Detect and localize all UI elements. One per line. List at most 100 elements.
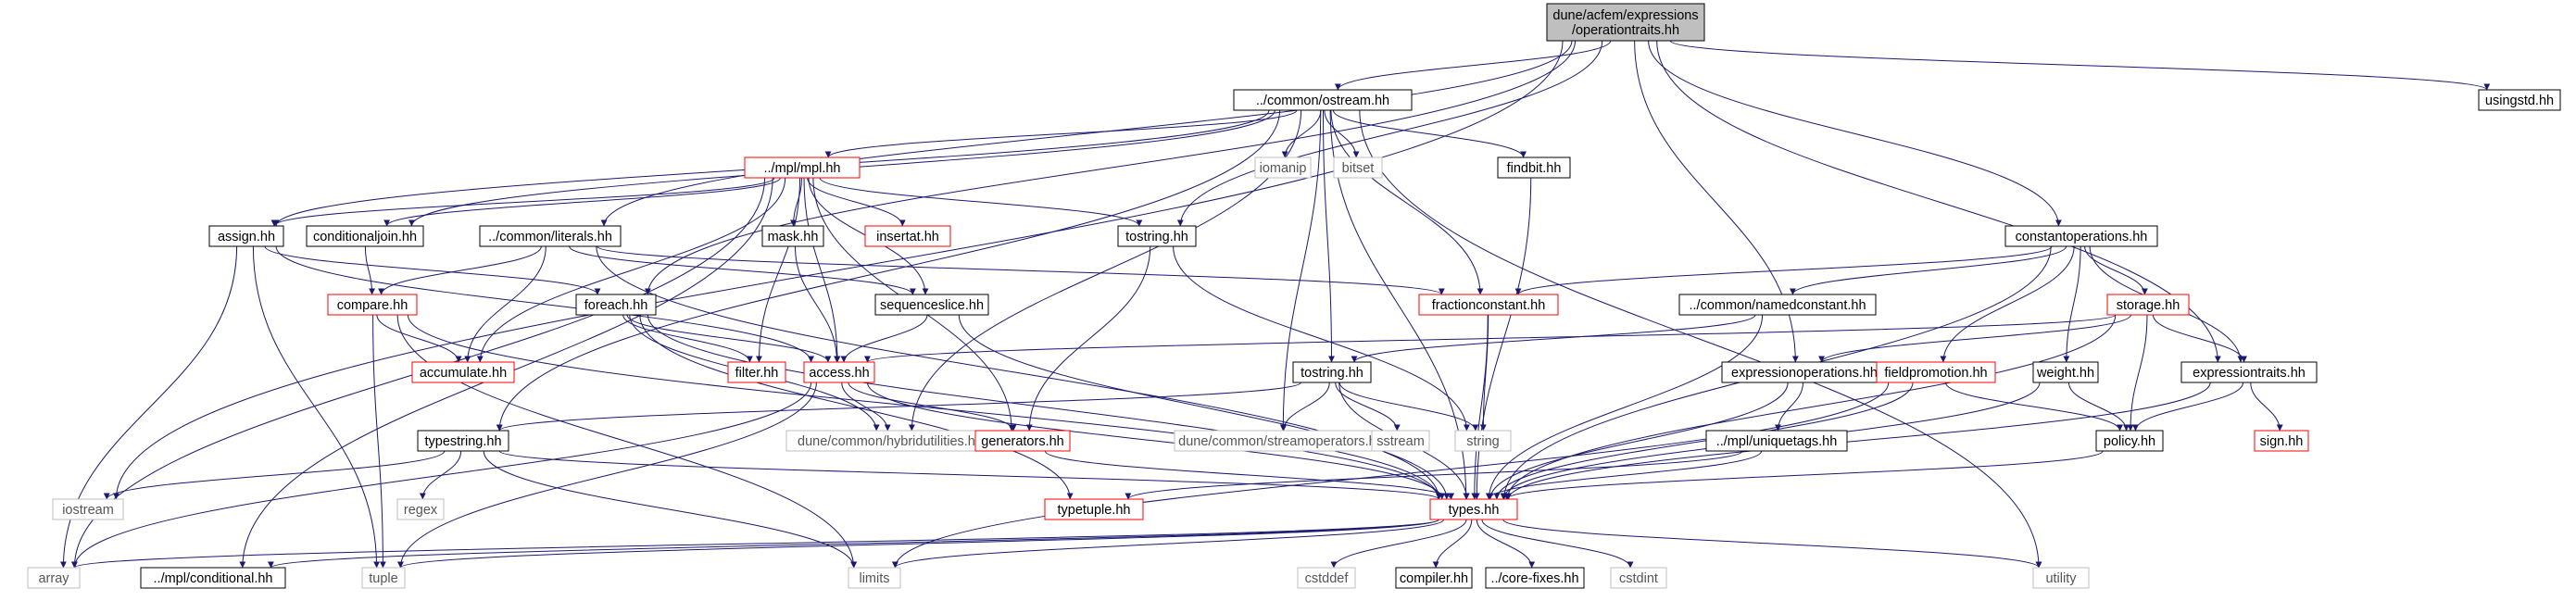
node-label-assign: assign.hh — [218, 230, 275, 244]
node-label-ostream: ../common/ostream.hh — [1256, 94, 1389, 108]
edge-typestring-to-limits — [483, 450, 858, 569]
node-insertat[interactable]: insertat.hh — [864, 225, 951, 247]
edge-mpl-to-mask — [790, 177, 802, 227]
node-label-utility: utility — [2045, 571, 2077, 586]
node-namedconstant[interactable]: ../common/namedconstant.hh — [1678, 294, 1877, 316]
node-label-namedconstant: ../common/namedconstant.hh — [1689, 298, 1866, 313]
node-foreach[interactable]: foreach.hh — [575, 294, 657, 316]
node-mask[interactable]: mask.hh — [761, 225, 824, 247]
node-box-limits — [848, 567, 901, 589]
node-label-iomanip: iomanip — [1260, 161, 1307, 176]
node-box-compare — [327, 294, 418, 316]
edge-fieldpromotion-to-policy — [1944, 382, 2123, 432]
edge-assign-to-foreach — [264, 245, 601, 295]
edge-ostream-to-tostring2 — [1323, 109, 1335, 363]
node-assign[interactable]: assign.hh — [208, 225, 284, 247]
node-box-ostream — [1233, 89, 1413, 111]
node-typetuple[interactable]: typetuple.hh — [1044, 498, 1144, 520]
node-label-cstdint: cstdint — [1619, 571, 1658, 586]
edge-types-to-cstddef — [1330, 519, 1467, 569]
node-box-foreach — [575, 294, 657, 316]
node-box-string — [1454, 430, 1512, 452]
node-generators[interactable]: generators.hh — [974, 430, 1071, 452]
edge-typestring-to-regex — [419, 450, 462, 500]
node-root[interactable]: dune/acfem/expressions/operationtraits.h… — [1546, 3, 1705, 42]
edge-mpl-to-conditionaljoin — [383, 177, 781, 227]
node-box-sign — [2254, 430, 2309, 452]
node-conditionaljoin[interactable]: conditionaljoin.hh — [306, 225, 424, 247]
node-label-findbit: findbit.hh — [1507, 161, 1562, 176]
node-types[interactable]: types.hh — [1429, 498, 1518, 520]
node-fractionconstant[interactable]: fractionconstant.hh — [1418, 294, 1559, 316]
node-exprtraits[interactable]: expressiontraits.hh — [2180, 361, 2318, 383]
node-literals[interactable]: ../common/literals.hh — [479, 225, 622, 247]
node-ostream[interactable]: ../common/ostream.hh — [1233, 89, 1413, 111]
edge-types-to-compiler — [1432, 519, 1473, 569]
node-box-assign — [208, 225, 284, 247]
node-weight[interactable]: weight.hh — [2032, 361, 2099, 383]
edge-root-to-iostream — [112, 40, 1564, 500]
edge-assign-to-access — [275, 245, 815, 363]
node-box-conditional — [140, 567, 286, 589]
edge-access-to-array — [70, 382, 812, 569]
node-access[interactable]: access.hh — [803, 361, 875, 383]
node-corefixes[interactable]: ../core-fixes.hh — [1485, 567, 1585, 589]
node-label-foreach: foreach.hh — [584, 298, 648, 313]
edge-ostream-to-iomanip — [1281, 109, 1322, 158]
node-tuple: tuple — [361, 567, 406, 589]
node-mpl[interactable]: ../mpl/mpl.hh — [744, 157, 861, 179]
node-label-string: string — [1466, 434, 1499, 449]
node-constantops[interactable]: constantoperations.hh — [2004, 225, 2158, 247]
node-label-mpl: ../mpl/mpl.hh — [764, 161, 841, 176]
node-tostring1[interactable]: tostring.hh — [1117, 225, 1197, 247]
node-typestring[interactable]: typestring.hh — [417, 430, 509, 452]
node-box-filter — [727, 361, 786, 383]
node-uniquetags[interactable]: ../mpl/uniquetags.hh — [1705, 430, 1848, 452]
node-conditional[interactable]: ../mpl/conditional.hh — [140, 567, 286, 589]
edge-root-to-constantops — [1648, 40, 2062, 227]
edge-root-to-ostream — [1334, 40, 1612, 91]
node-accumulate[interactable]: accumulate.hh — [411, 361, 515, 383]
node-compare[interactable]: compare.hh — [327, 294, 418, 316]
edge-types-to-utility — [1502, 519, 2042, 569]
node-sequenceslice[interactable]: sequenceslice.hh — [874, 294, 989, 316]
edge-root-to-literals — [600, 40, 1573, 227]
edge-assign-to-tuple — [252, 245, 381, 569]
node-box-usingstd — [2478, 89, 2561, 111]
node-layer: dune/acfem/expressions/operationtraits.h… — [27, 3, 2561, 589]
node-box-conditionaljoin — [306, 225, 424, 247]
edge-mpl-to-tostring1 — [819, 177, 1143, 227]
node-cstdint: cstdint — [1610, 567, 1667, 589]
node-sign[interactable]: sign.hh — [2254, 430, 2309, 452]
edge-tostring2-to-string — [1338, 382, 1479, 432]
edge-sequenceslice-to-types — [958, 314, 1451, 500]
node-label-fractionconstant: fractionconstant.hh — [1432, 298, 1546, 313]
node-exprops[interactable]: expressionoperations.hh — [1721, 361, 1888, 383]
node-storage[interactable]: storage.hh — [2106, 294, 2190, 316]
node-filter[interactable]: filter.hh — [727, 361, 786, 383]
node-fieldpromotion[interactable]: fieldpromotion.hh — [1876, 361, 1996, 383]
edge-types-to-corefixes — [1476, 519, 1536, 569]
node-label-policy: policy.hh — [2104, 434, 2155, 449]
edge-foreach-to-typetuple — [639, 314, 1074, 500]
node-findbit[interactable]: findbit.hh — [1497, 157, 1571, 179]
node-box-corefixes — [1485, 567, 1585, 589]
node-policy[interactable]: policy.hh — [2095, 430, 2164, 452]
node-box-iostream — [52, 498, 124, 520]
edge-compare-to-accumulate — [376, 314, 462, 363]
edge-namedconstant-to-tostring2 — [1351, 314, 1756, 363]
node-label-corefixes: ../core-fixes.hh — [1490, 571, 1578, 586]
node-compiler[interactable]: compiler.hh — [1395, 567, 1473, 589]
node-usingstd[interactable]: usingstd.hh — [2478, 89, 2561, 111]
node-label-fieldpromotion: fieldpromotion.hh — [1884, 366, 1987, 381]
node-box-generators — [974, 430, 1071, 452]
node-box-cstddef — [1297, 567, 1356, 589]
edge-uniquetags-to-typetuple — [1125, 450, 1743, 500]
node-tostring2[interactable]: tostring.hh — [1292, 361, 1372, 383]
node-box-uniquetags — [1705, 430, 1848, 452]
node-box-mask — [761, 225, 824, 247]
node-label-root: /operationtraits.hh — [1572, 23, 1679, 38]
node-label-exprtraits: expressiontraits.hh — [2193, 366, 2306, 381]
node-label-weight: weight.hh — [2036, 366, 2094, 381]
edge-literals-to-accumulate — [464, 245, 547, 363]
